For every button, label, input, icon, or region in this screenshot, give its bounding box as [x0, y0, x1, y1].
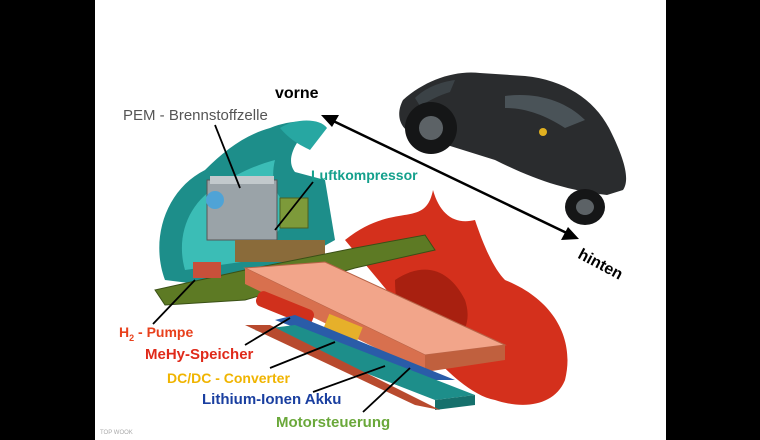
- front-hull-fin: [280, 120, 327, 150]
- label-h2-pump: H2 - Pumpe: [119, 324, 193, 343]
- label-lithium-battery: Lithium-Ionen Akku: [202, 391, 342, 408]
- label-h2-subscript: 2: [129, 332, 135, 343]
- motor-controller-base: [255, 325, 475, 400]
- pointer-lines: [152, 124, 411, 413]
- fuel-cell-cap: [206, 191, 224, 209]
- image-credit: TOP WOOK: [100, 430, 133, 436]
- lithium-battery: [275, 315, 455, 380]
- air-compressor: [279, 197, 309, 229]
- label-front: vorne: [275, 85, 319, 102]
- pointer-h2: [152, 279, 196, 325]
- pointer-akku: [312, 365, 386, 393]
- mehy-tank: [255, 291, 315, 325]
- direction-arrow: [321, 115, 579, 240]
- label-mehy-storage: MeHy-Speicher: [145, 346, 254, 363]
- vehicle-cutaway-illustration: [152, 72, 627, 413]
- label-motor-controller: Motorsteuerung: [276, 414, 391, 431]
- h2-pump: [193, 262, 221, 278]
- diagram-canvas: PEM - Brennstoffzelle Luftkompressor H2 …: [95, 0, 666, 440]
- pointer-mehy: [244, 317, 291, 346]
- dcdc-converter: [323, 313, 363, 343]
- label-h2-suffix: - Pumpe: [134, 324, 194, 340]
- vehicle-photo: [399, 72, 627, 225]
- label-air-compressor: Luftkompressor: [311, 167, 418, 183]
- pointer-dcdc: [269, 341, 336, 369]
- fuel-cell-stack: [206, 179, 278, 241]
- label-h2-prefix: H: [119, 324, 130, 340]
- pointer-pem: [214, 124, 241, 189]
- pointer-luftkompressor: [274, 181, 314, 231]
- label-dcdc-converter: DC/DC - Converter: [167, 370, 290, 386]
- pointer-motor: [362, 367, 411, 413]
- lower-frame: [245, 325, 440, 410]
- label-pem-fuel-cell: PEM - Brennstoffzelle: [123, 107, 268, 124]
